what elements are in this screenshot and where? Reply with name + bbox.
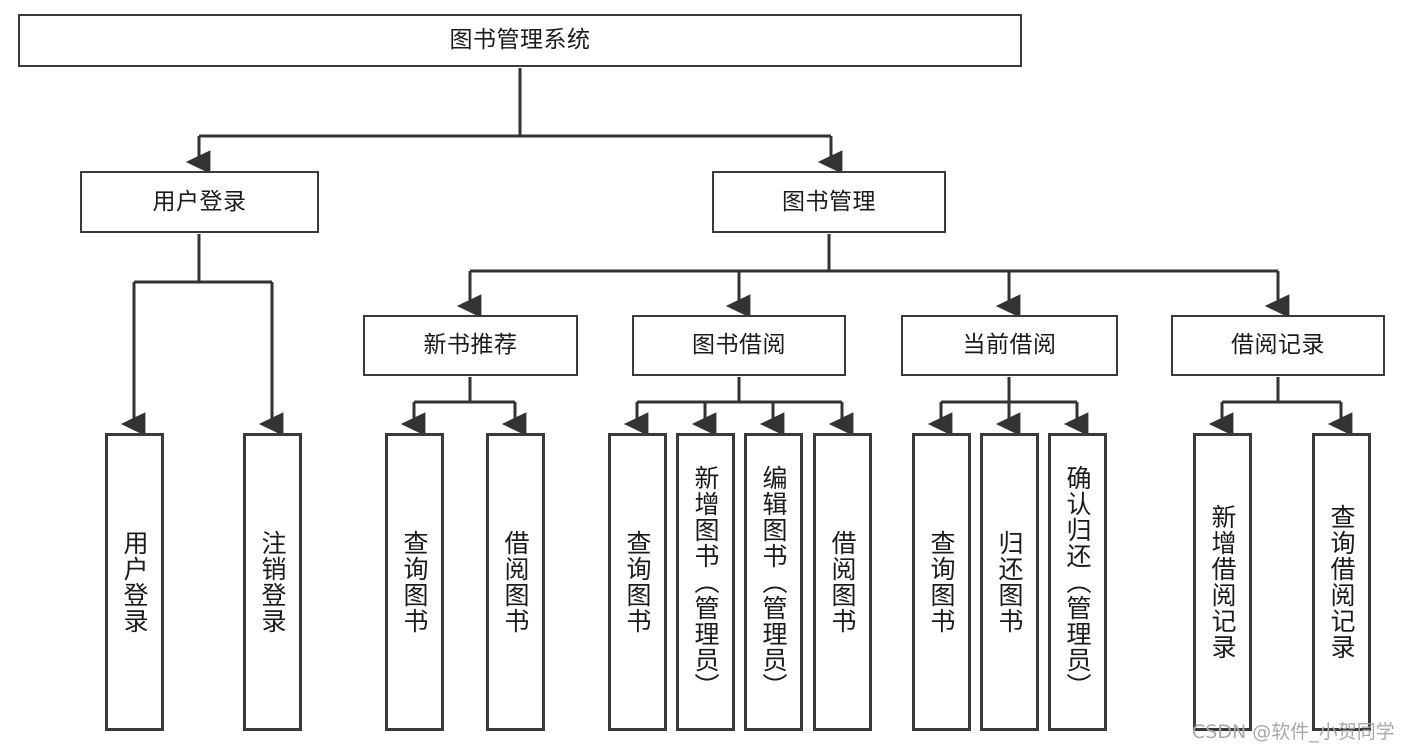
leaf-book-borrow-edit-book-admin[interactable]: 编辑图书（管理员） [744, 433, 803, 731]
node-label: 注销登录 [258, 530, 287, 634]
leaf-book-borrow-add-book-admin[interactable]: 新增图书（管理员） [676, 433, 735, 731]
node-label: 查询图书 [400, 530, 429, 634]
node-label: 图书管理 [782, 188, 876, 215]
leaf-user-login-logout[interactable]: 注销登录 [243, 433, 302, 731]
leaf-current-borrow-return-book[interactable]: 归还图书 [980, 433, 1039, 731]
node-label: 用户登录 [152, 188, 247, 215]
node-label: 借阅图书 [828, 530, 857, 634]
node-current-borrow[interactable]: 当前借阅 [901, 315, 1118, 376]
node-label: 图书借阅 [692, 332, 786, 359]
node-label: 用户登录 [120, 530, 149, 634]
node-label: 图书管理系统 [449, 27, 591, 54]
node-label: 归还图书 [995, 530, 1024, 634]
node-label: 当前借阅 [962, 332, 1057, 359]
node-label: 查询借阅记录 [1327, 504, 1356, 660]
leaf-user-login-login[interactable]: 用户登录 [105, 433, 164, 731]
leaf-new-book-query-book[interactable]: 查询图书 [385, 433, 444, 731]
leaf-current-borrow-confirm-return-admin[interactable]: 确认归还（管理员） [1048, 433, 1107, 731]
leaf-book-borrow-borrow-book[interactable]: 借阅图书 [813, 433, 872, 731]
node-label: 新书推荐 [423, 332, 518, 359]
node-book-borrow[interactable]: 图书借阅 [632, 315, 846, 376]
node-label: 确认归还（管理员） [1063, 465, 1092, 699]
node-borrow-record[interactable]: 借阅记录 [1171, 315, 1385, 376]
node-label: 编辑图书（管理员） [759, 465, 788, 699]
node-label: 新增借阅记录 [1208, 504, 1237, 660]
node-label: 借阅图书 [501, 530, 530, 634]
node-book-management[interactable]: 图书管理 [712, 171, 946, 233]
node-label: 查询图书 [623, 530, 652, 634]
csdn-watermark: CSDN @软件_小贺同学 [1192, 721, 1395, 743]
leaf-new-book-borrow-book[interactable]: 借阅图书 [486, 433, 545, 731]
node-root-book-management-system[interactable]: 图书管理系统 [18, 14, 1022, 67]
node-label: 查询图书 [927, 530, 956, 634]
leaf-book-borrow-query-book[interactable]: 查询图书 [608, 433, 667, 731]
node-label: 新增图书（管理员） [691, 465, 720, 699]
node-user-login[interactable]: 用户登录 [80, 171, 319, 233]
node-label: 借阅记录 [1231, 332, 1325, 359]
leaf-borrow-record-add-record[interactable]: 新增借阅记录 [1193, 433, 1252, 731]
node-new-book-recommend[interactable]: 新书推荐 [363, 315, 578, 376]
leaf-borrow-record-query-record[interactable]: 查询借阅记录 [1312, 433, 1371, 731]
leaf-current-borrow-query-book[interactable]: 查询图书 [912, 433, 971, 731]
